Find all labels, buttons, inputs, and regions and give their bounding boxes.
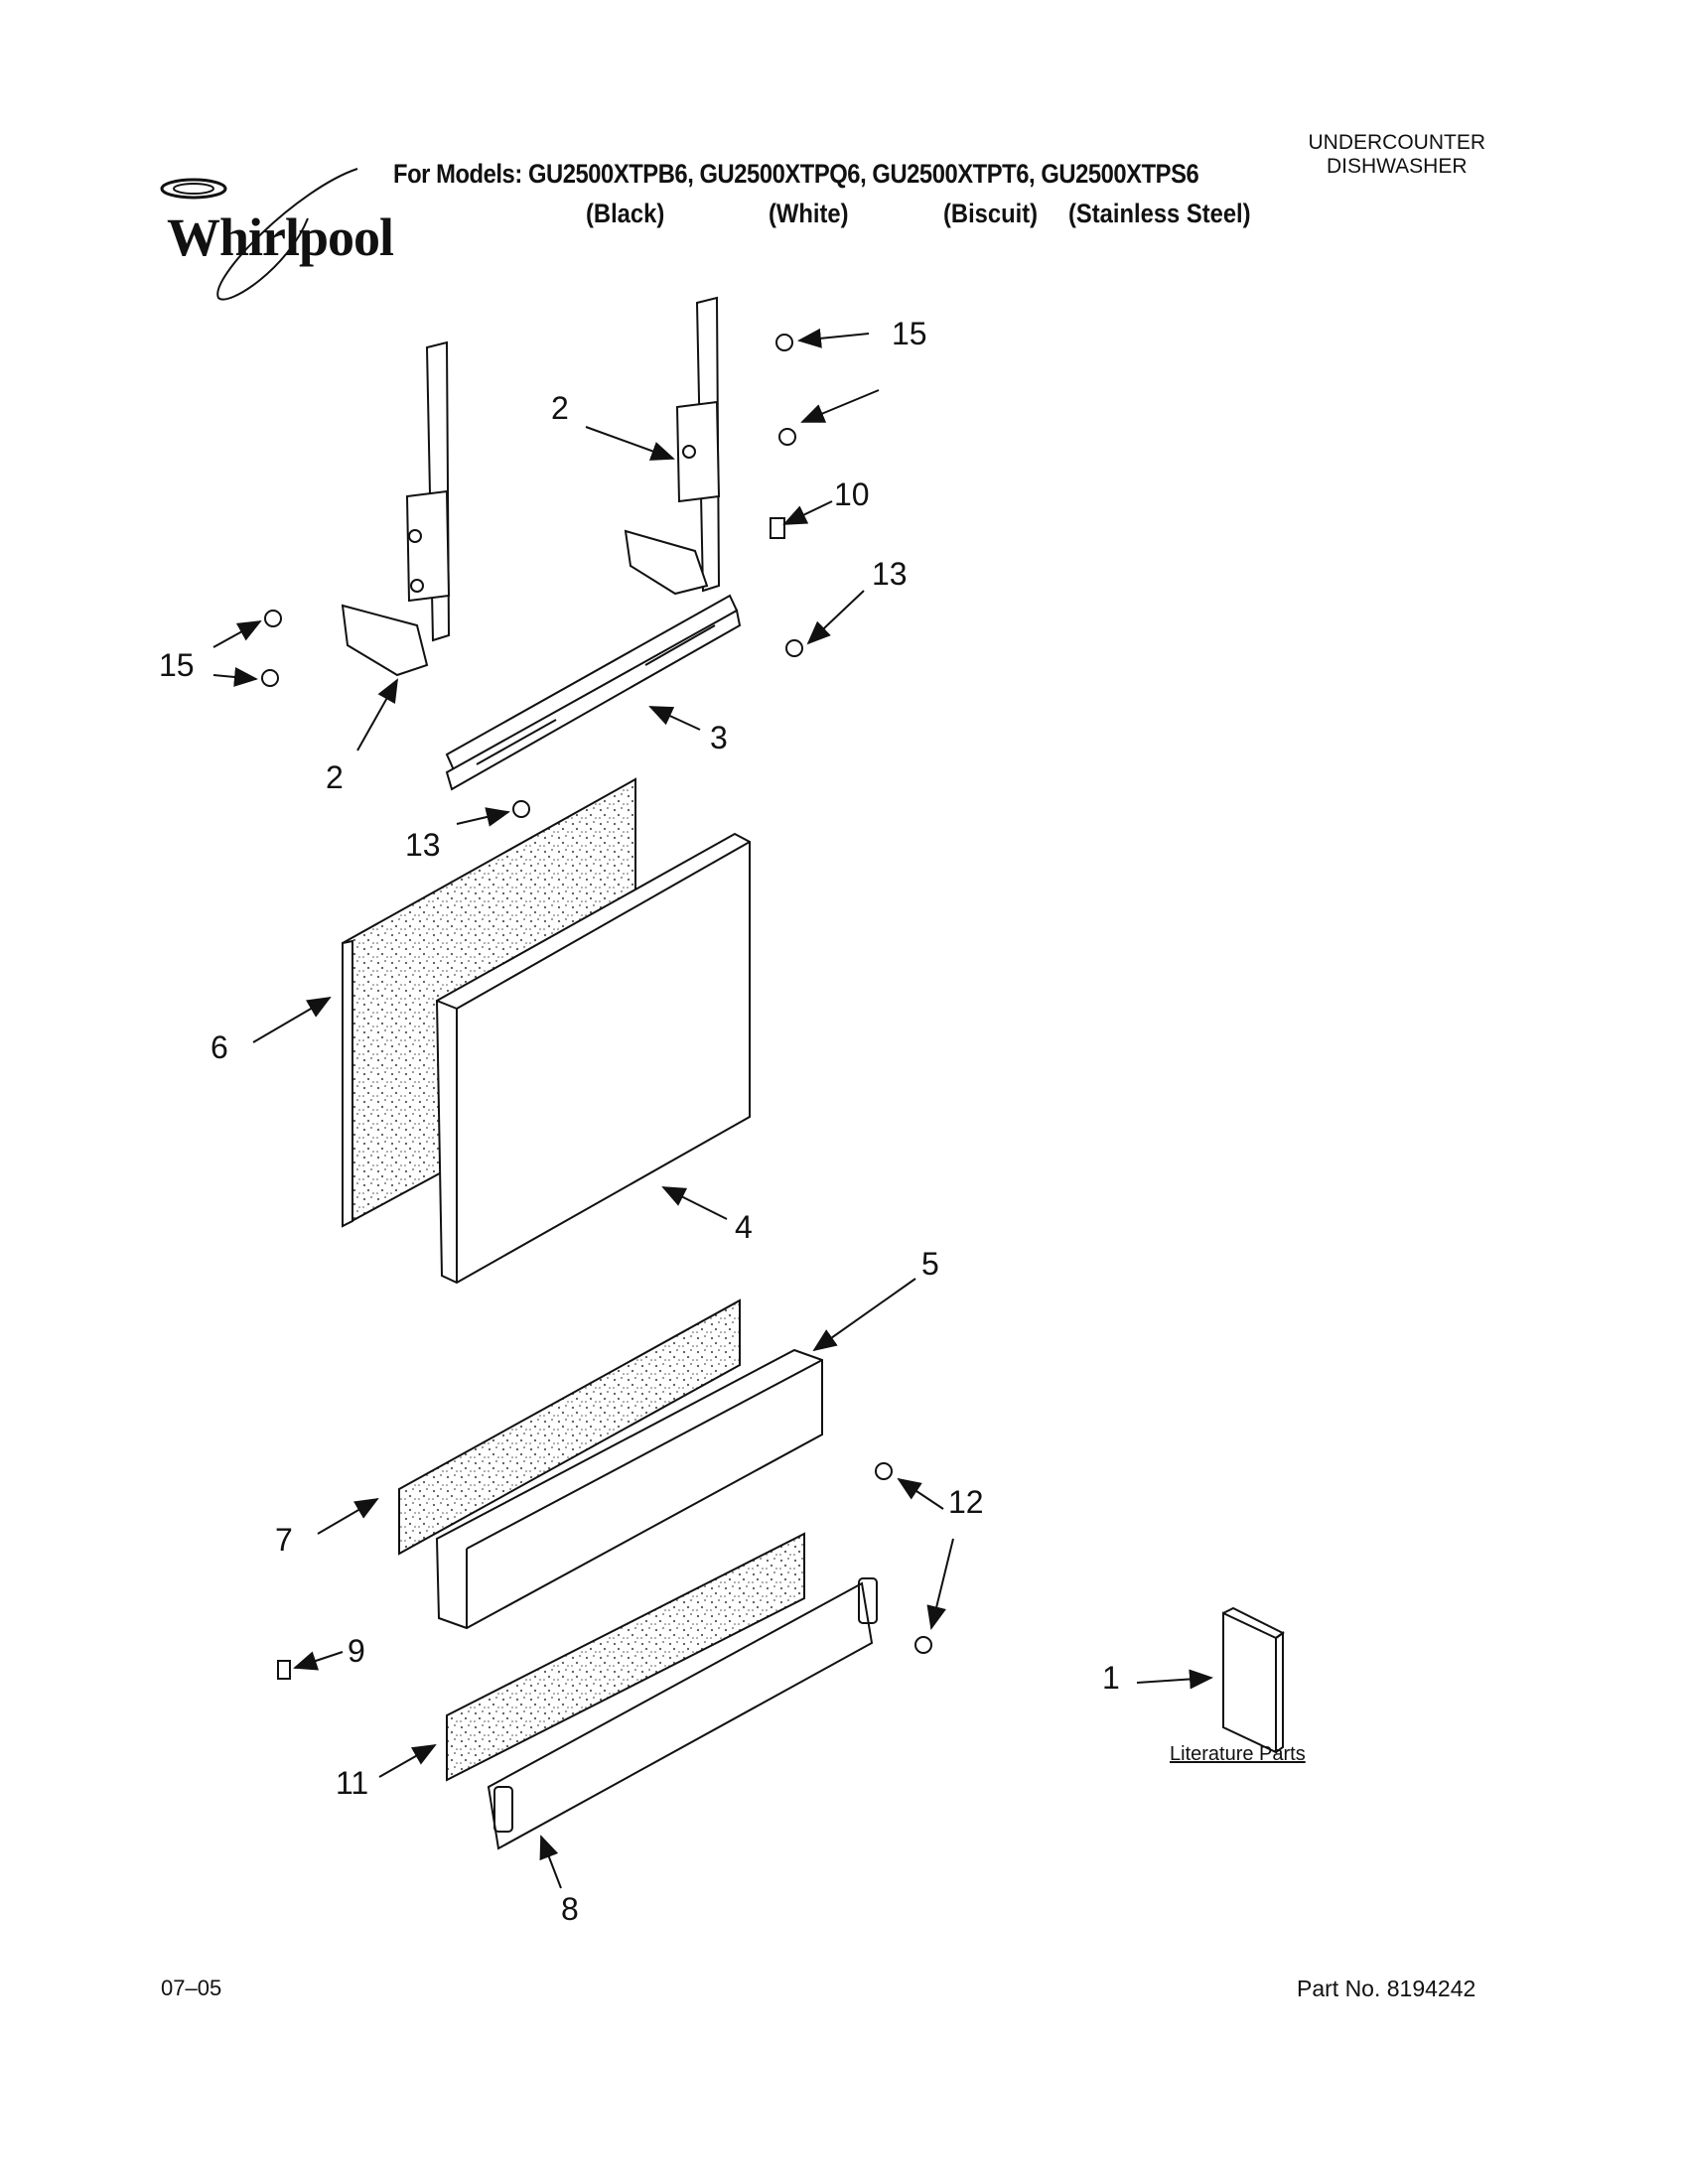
color-white: (White) [769,199,849,228]
logo-swirl-icon [160,168,358,301]
part-number: Part No. 8194242 [1297,1976,1476,2001]
part-11-lower-insulation [446,1532,805,1782]
callout-13-upper: 13 [872,556,908,592]
part-8-kickplate [487,1577,878,1850]
part-1-literature-booklet [1222,1606,1285,1754]
color-stainless: (Stainless Steel) [1068,199,1251,228]
callout-1: 1 [1102,1660,1120,1696]
product-type-line2: DISHWASHER [1326,155,1468,178]
callout-3: 3 [710,720,728,755]
leader-arrows [212,328,1213,1889]
part-3-mounting-rail [445,594,742,791]
callout-12: 12 [948,1484,984,1520]
part-2-left-hinge-bracket [341,341,451,677]
part-2-right-hinge-bracket [624,296,721,596]
color-black: (Black) [586,199,665,228]
logo-wordmark: Whirlpool [167,207,394,267]
callout-15-upper: 15 [892,316,927,351]
product-type: UNDERCOUNTER DISHWASHER [1309,131,1486,179]
callout-13-lower: 13 [405,827,441,863]
callout-7: 7 [275,1522,293,1558]
callout-9: 9 [348,1633,365,1669]
color-biscuit: (Biscuit) [943,199,1039,228]
literature-parts-label: Literature Parts [1170,1743,1306,1765]
callout-15-lower: 15 [159,647,195,683]
part-5-lower-panel [435,1348,823,1630]
callout-6: 6 [210,1029,228,1065]
part-4-door-panel [435,832,751,1285]
part-7-lower-insulation [398,1298,741,1556]
callout-10: 10 [834,477,870,512]
callout-4: 4 [735,1209,753,1245]
callout-2-upper: 2 [551,390,569,426]
product-type-line1: UNDERCOUNTER [1308,131,1486,154]
revision-date: 07–05 [161,1976,222,2000]
whirlpool-logo: Whirlpool [149,159,397,308]
callout-2-lower: 2 [326,759,344,795]
screws [261,334,932,1680]
callout-11: 11 [336,1765,369,1801]
callout-5: 5 [921,1246,939,1282]
callout-8: 8 [561,1891,579,1927]
models-heading: For Models: GU2500XTPB6, GU2500XTPQ6, GU… [393,159,1199,189]
